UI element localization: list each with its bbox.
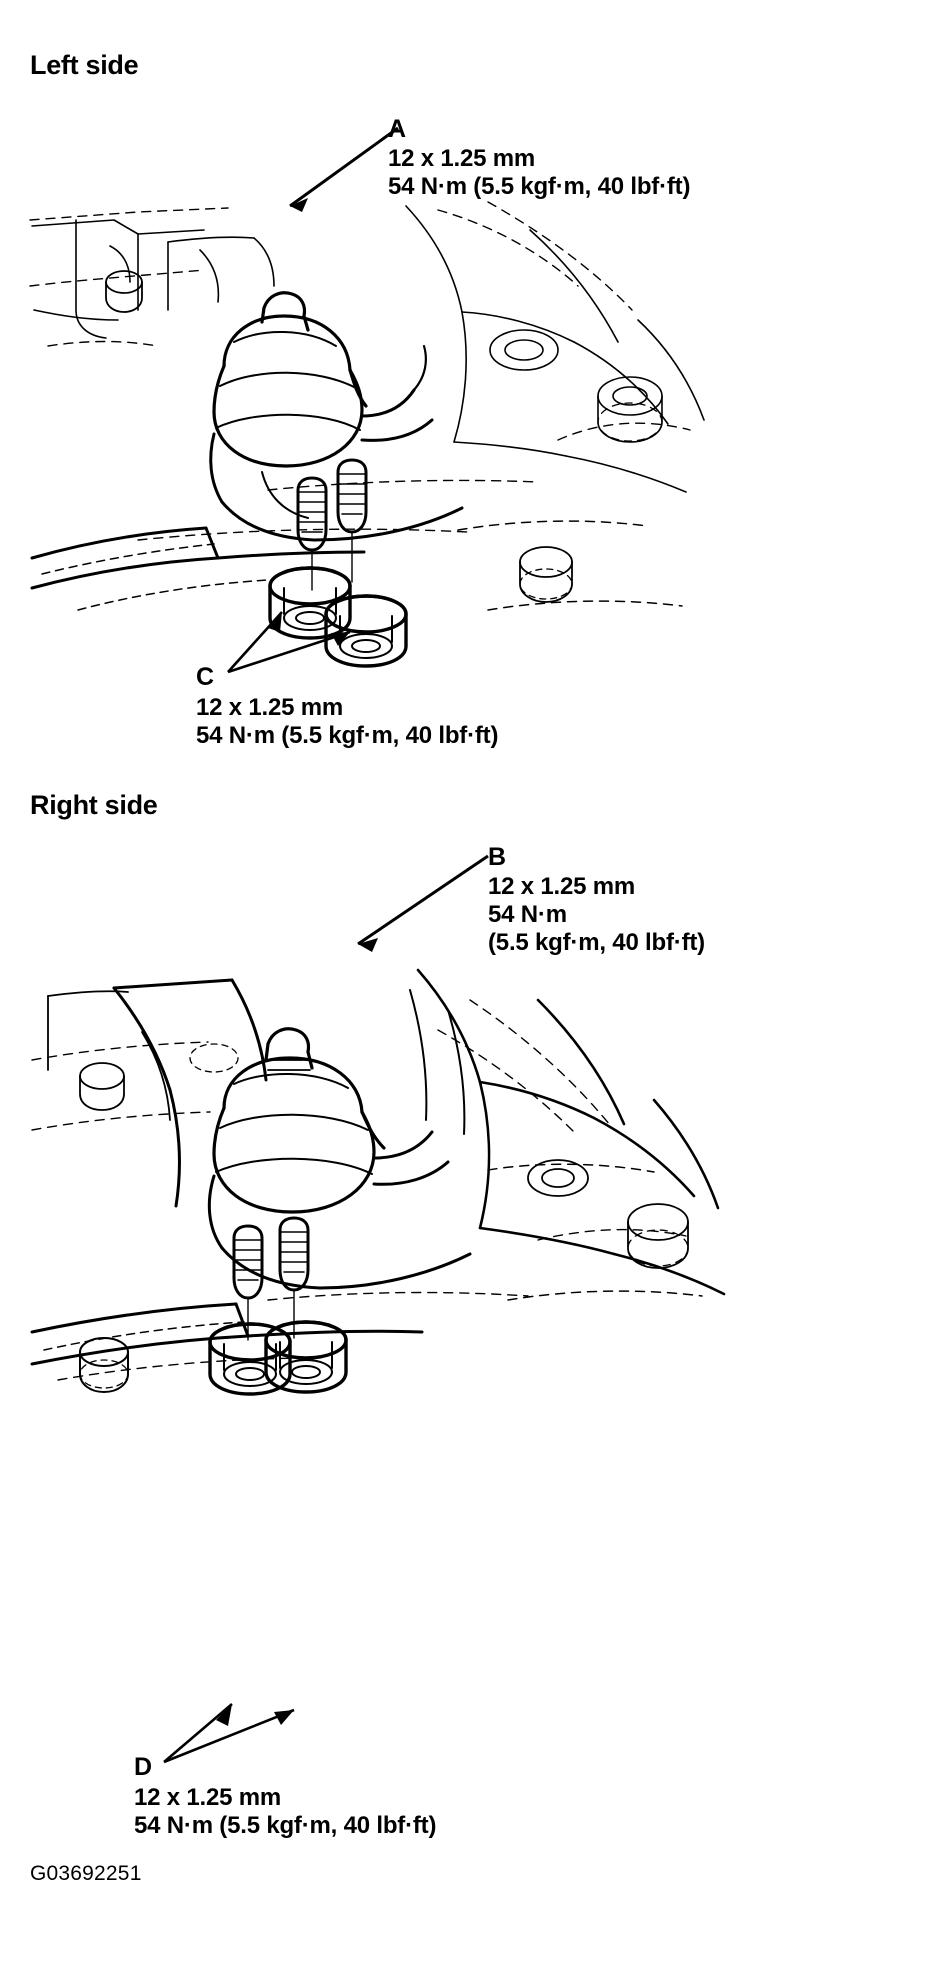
callout-b-spec-block: 12 x 1.25 mm 54 N·m (5.5 kgf·m, 40 lbf·f… [488,873,705,956]
callout-letter-a: A [388,115,407,143]
callout-d-spec-block: 12 x 1.25 mm 54 N·m (5.5 kgf·m, 40 lbf·f… [134,1784,436,1840]
callout-c-torque-spec: 54 N·m (5.5 kgf·m, 40 lbf·ft) [196,721,499,749]
callout-d-thread-spec: 12 x 1.25 mm [134,1784,282,1811]
callout-letter-c: C [196,663,215,691]
leader-lines-callout-d [163,1703,295,1764]
callout-a-spec-block: 12 x 1.25 mm 54 N·m (5.5 kgf·m, 40 lbf·f… [388,145,690,201]
callout-a-thread-spec: 12 x 1.25 mm [388,145,536,172]
callout-d-torque-spec: 54 N·m (5.5 kgf·m, 40 lbf·ft) [134,1811,437,1839]
right-side-engine-mount-illustration [18,940,738,1440]
callout-b-thread-spec: 12 x 1.25 mm [488,873,636,900]
callout-b-torque-nm: 54 N·m [488,900,567,928]
section-heading-left-side: Left side [30,50,139,80]
figure-code: G03692251 [30,1862,142,1885]
callout-c-spec-block: 12 x 1.25 mm 54 N·m (5.5 kgf·m, 40 lbf·f… [196,694,498,750]
callout-a-torque-spec: 54 N·m (5.5 kgf·m, 40 lbf·ft) [388,172,691,200]
callout-b-torque-alt: (5.5 kgf·m, 40 lbf·ft) [488,928,705,956]
callout-letter-b: B [488,843,507,871]
callout-letter-d: D [134,1753,153,1781]
section-heading-right-side: Right side [30,790,158,820]
callout-c-thread-spec: 12 x 1.25 mm [196,694,344,721]
left-side-engine-mount-illustration [18,190,718,670]
